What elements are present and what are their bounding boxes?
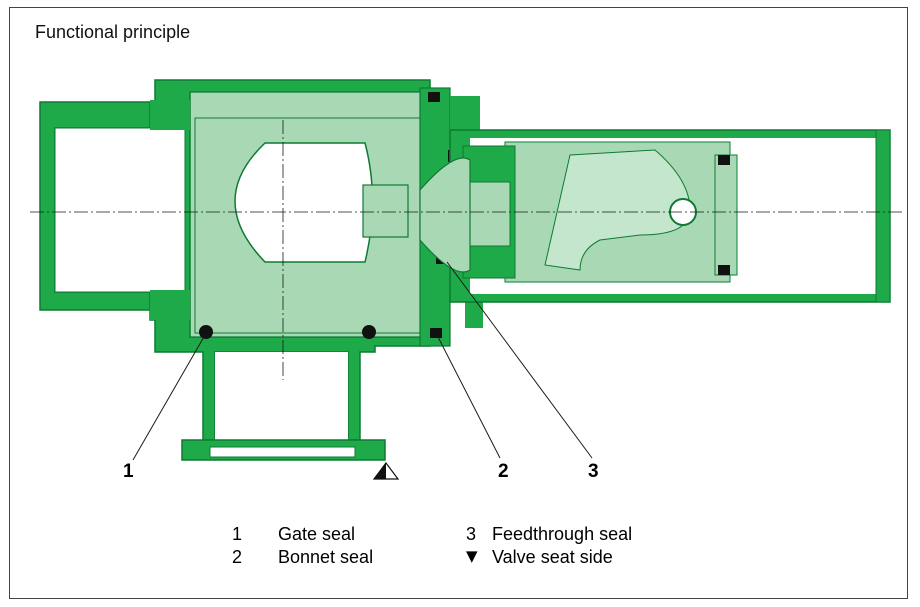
- legend-label-bonnet-seal: Bonnet seal: [278, 547, 374, 567]
- legend-label-valve-seat-side: Valve seat side: [492, 547, 613, 567]
- piston-seal-top: [718, 155, 730, 165]
- legend: 1 Gate seal 3 Feedthrough seal 2 Bonnet …: [224, 524, 632, 568]
- gate-seal-right: [362, 325, 376, 339]
- bonnet-boss-bottom: [465, 300, 483, 328]
- valve-seat-triangle-fill: [374, 463, 386, 479]
- diagram-title: Functional principle: [35, 22, 191, 42]
- leader-3: [446, 261, 593, 459]
- piston: [714, 154, 738, 276]
- bellows-dome: [419, 157, 471, 273]
- legend-label-gate-seal: Gate seal: [278, 524, 356, 544]
- cam-profile: [544, 149, 691, 271]
- centerlines: [30, 120, 905, 380]
- valve-seat-side-icon: ▼: [466, 547, 478, 565]
- callout-1: 1: [123, 461, 134, 482]
- flange-neck-top: [150, 100, 190, 130]
- legend-number-2: 2: [232, 547, 243, 567]
- legend-label-feedthrough-seal: Feedthrough seal: [492, 524, 633, 544]
- bottom-port: [215, 352, 348, 452]
- valve-seat-marker: [372, 462, 400, 480]
- valve-body: [39, 79, 431, 461]
- bonnet-seal-bottom: [430, 328, 442, 338]
- legend-number-3: 3: [466, 524, 477, 544]
- flange-neck-bottom: [150, 290, 190, 320]
- callout-3: 3: [588, 461, 599, 482]
- bonnet-seal-top: [428, 92, 440, 102]
- gate-coupling: [362, 184, 409, 238]
- gate-opening: [234, 142, 374, 263]
- gate-seal-left: [199, 325, 213, 339]
- actuator-housing: [419, 129, 891, 303]
- left-port: [54, 127, 186, 293]
- callout-2: 2: [498, 461, 509, 482]
- leader-1: [132, 334, 206, 461]
- leader-lines: [132, 261, 593, 461]
- leader-2: [436, 334, 501, 459]
- bottom-flange-bore: [209, 446, 356, 458]
- piston-seal-bottom: [718, 265, 730, 275]
- end-cap: [875, 129, 891, 303]
- bearing-core: [469, 181, 511, 247]
- legend-number-1: 1: [232, 524, 243, 544]
